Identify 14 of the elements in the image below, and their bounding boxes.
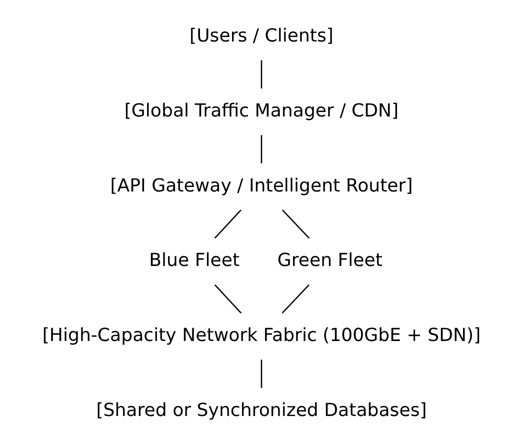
connector bbox=[282, 284, 310, 314]
connector bbox=[214, 210, 242, 239]
node-text: Green Fleet bbox=[277, 250, 382, 272]
node-text: [High-Capacity Network Fabric (100GbE + SDN)] bbox=[42, 325, 481, 346]
connector bbox=[214, 284, 242, 314]
node-text: [Shared or Synchronized Databases] bbox=[96, 400, 427, 421]
connector bbox=[282, 210, 310, 239]
connector bbox=[260, 60, 262, 88]
node-text: Blue Fleet bbox=[149, 250, 240, 272]
node-text: [Users / Clients] bbox=[190, 26, 334, 47]
connector bbox=[260, 360, 262, 388]
node-text: [Global Traffic Manager / CDN] bbox=[124, 100, 399, 122]
node-text: [API Gateway / Intelligent Router] bbox=[110, 175, 413, 196]
connector bbox=[260, 135, 262, 164]
